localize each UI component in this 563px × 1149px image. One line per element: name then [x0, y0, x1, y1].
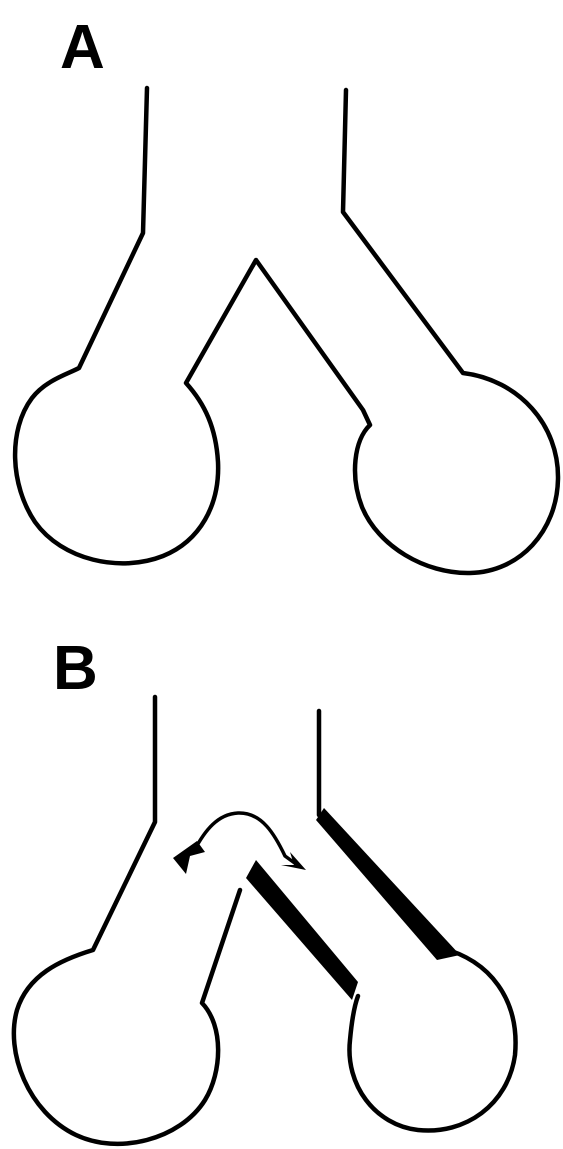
panel-a-left-branch-outline — [15, 88, 558, 573]
panel-a: A — [15, 13, 558, 573]
panel-a-label: A — [60, 13, 105, 82]
panel-b: B — [14, 634, 516, 1144]
panel-b-left-channel-outline — [14, 697, 240, 1144]
panel-b-flow-arrow-tail — [173, 841, 205, 874]
panel-b-label: B — [53, 634, 98, 703]
panel-b-flow-arrow — [194, 813, 296, 864]
panel-b-outer-wall-thickening — [316, 808, 460, 960]
panel-b-inner-wall-thickening — [246, 860, 358, 1000]
